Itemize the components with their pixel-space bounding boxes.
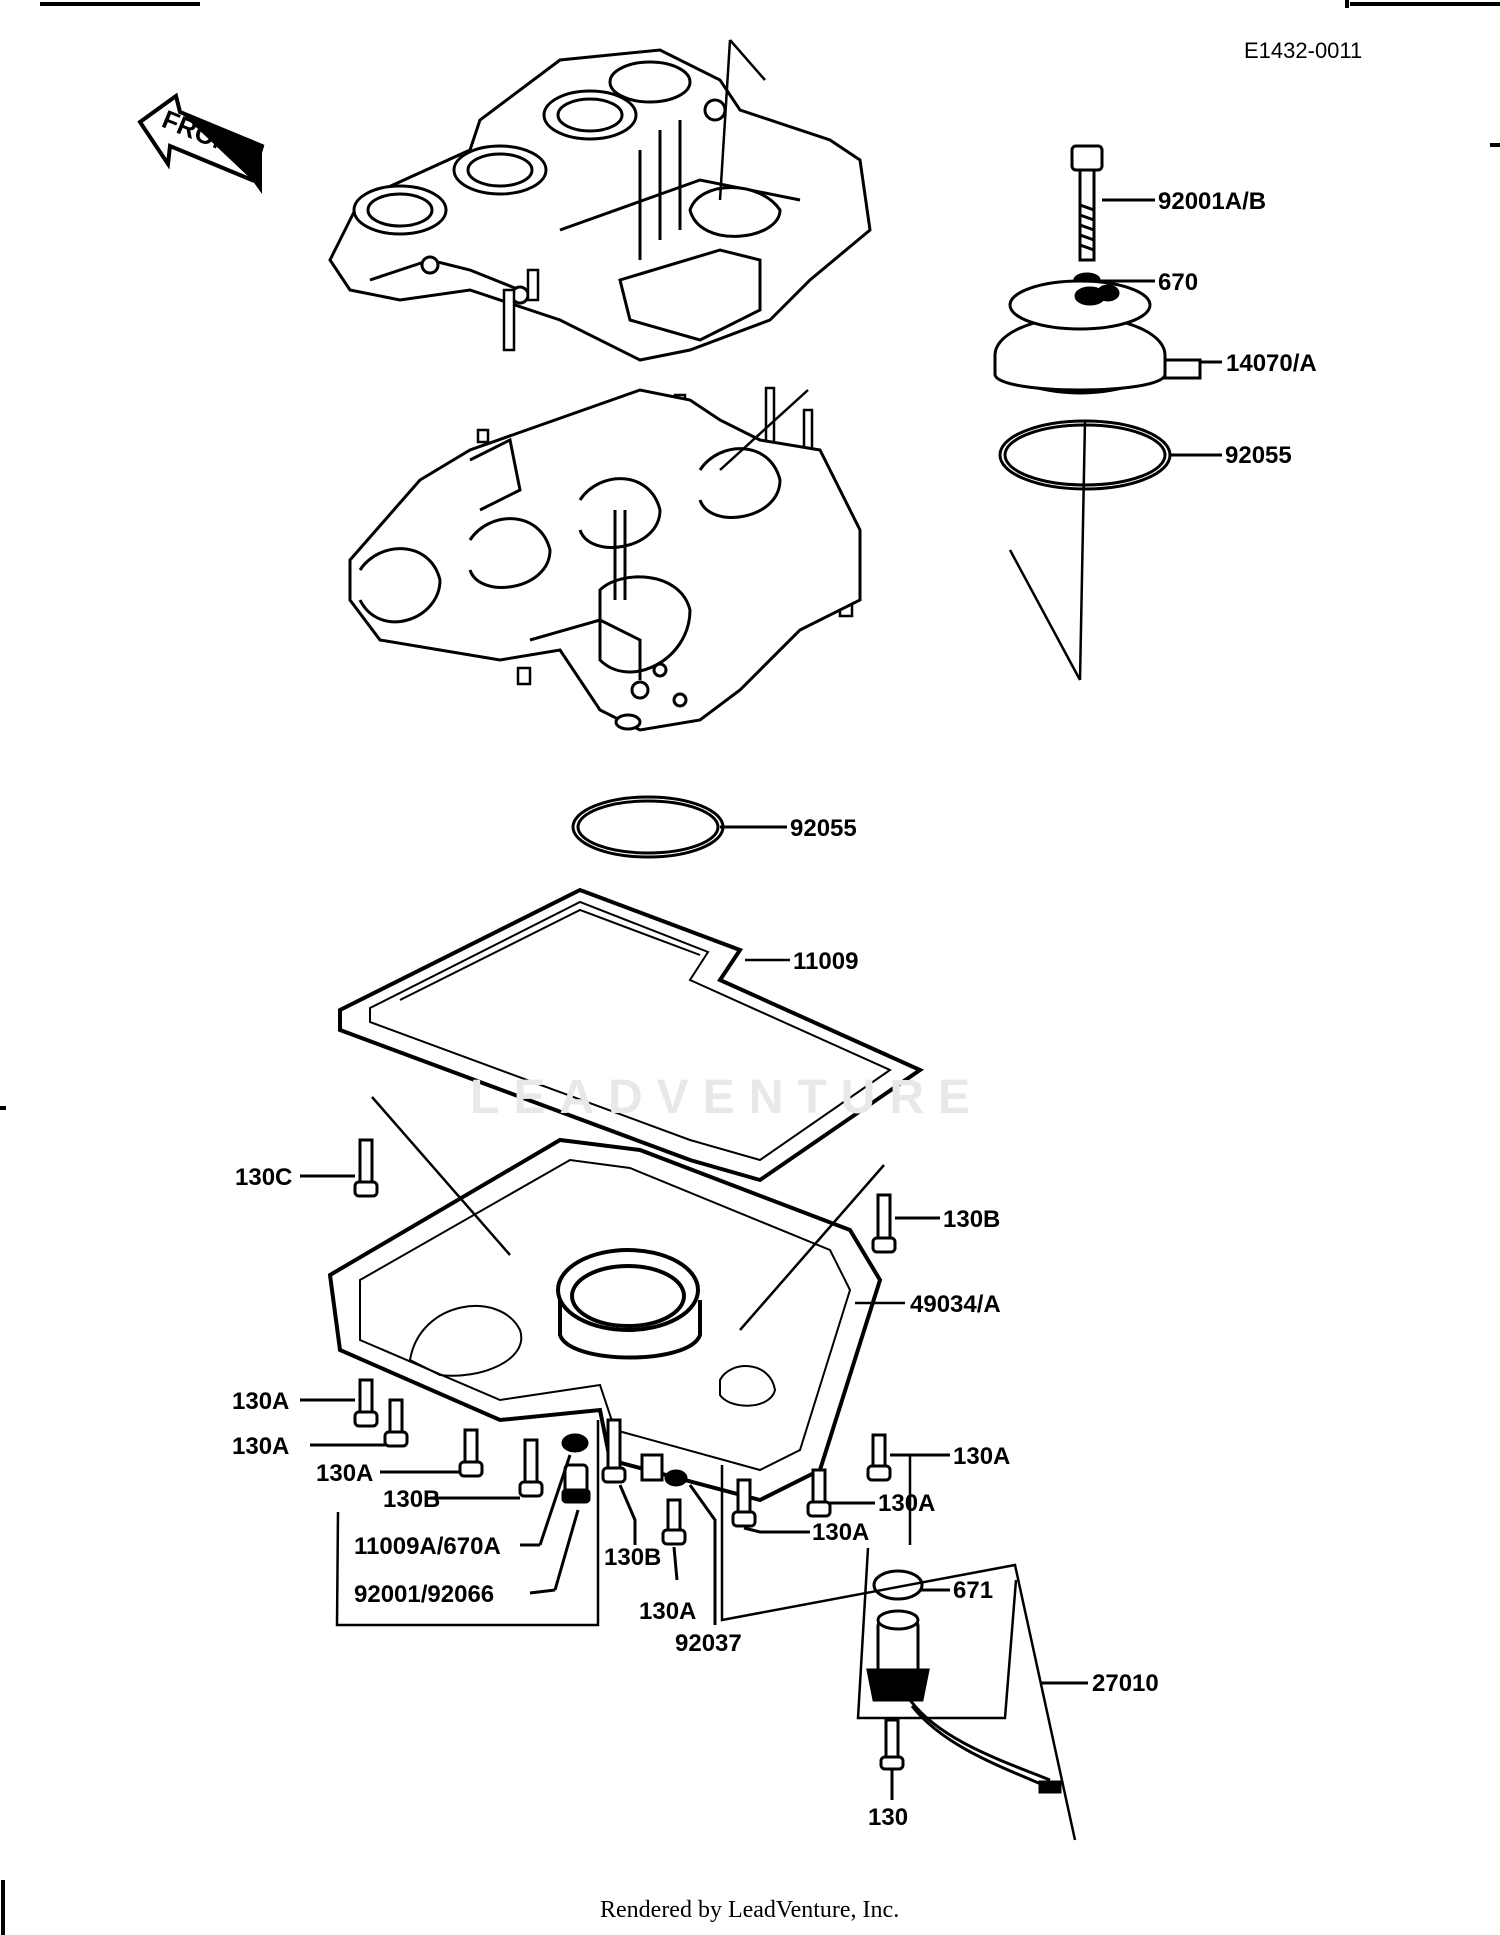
label-130A-r2: 130A xyxy=(878,1490,936,1517)
pan-leader-lines xyxy=(335,1096,1077,1841)
lower-crankcase xyxy=(348,388,862,732)
label-92037: 92037 xyxy=(675,1630,742,1657)
label-27010: 27010 xyxy=(1092,1670,1159,1697)
label-49034A: 49034/A xyxy=(910,1291,1001,1318)
label-92055-mid: 92055 xyxy=(790,815,857,842)
label-130A-3: 130A xyxy=(316,1460,374,1487)
label-130A-2: 130A xyxy=(232,1433,290,1460)
label-14070A: 14070/A xyxy=(1226,350,1317,377)
switch-27010 xyxy=(866,1609,1088,1794)
front-arrow-icon: FRONT xyxy=(137,92,265,194)
oring-92055-top xyxy=(998,419,1222,491)
oilpan-49034A xyxy=(327,1137,905,1503)
label-130A-1: 130A xyxy=(232,1388,290,1415)
label-92001-92066: 92001/92066 xyxy=(354,1581,495,1608)
plug-92001-92066 xyxy=(520,1433,591,1595)
footer-credit: Rendered by LeadVenture, Inc. xyxy=(600,1897,900,1923)
label-130B-mid: 130B xyxy=(604,1544,662,1571)
label-130: 130 xyxy=(868,1804,909,1831)
watermark: LEADVENTURE xyxy=(470,1071,985,1124)
diagram-code: E1432-0011 xyxy=(1244,38,1363,63)
label-130A-r3: 130A xyxy=(812,1519,870,1546)
label-92001AB: 92001A/B xyxy=(1158,188,1267,215)
label-130A-mid: 130A xyxy=(639,1598,697,1625)
bolt-130C xyxy=(300,1138,379,1198)
label-130A-r1: 130A xyxy=(953,1443,1011,1470)
label-11009: 11009 xyxy=(793,948,859,975)
upper-crankcase xyxy=(328,48,872,362)
bolt-130B-right xyxy=(871,1193,940,1254)
label-11009A-670A: 11009A/670A xyxy=(354,1533,501,1560)
leader-lines xyxy=(718,39,1087,681)
label-92055-top: 92055 xyxy=(1225,442,1292,469)
label-671: 671 xyxy=(953,1577,994,1604)
oring-92055-mid xyxy=(571,795,787,859)
bolts-130A-right xyxy=(731,1433,950,1534)
label-670: 670 xyxy=(1158,269,1199,296)
label-130C: 130C xyxy=(235,1164,293,1191)
cover-14070A xyxy=(993,279,1222,395)
label-130B-right: 130B xyxy=(943,1206,1001,1233)
bolt-92001AB xyxy=(1070,144,1155,262)
label-130B-left: 130B xyxy=(383,1486,441,1513)
bolts-130A-left xyxy=(300,1378,544,1500)
bolt-130 xyxy=(879,1718,905,1800)
oring-671 xyxy=(872,1569,950,1601)
bolts-130B-130A-mid xyxy=(601,1418,717,1625)
gasket-11009 xyxy=(338,887,925,1183)
